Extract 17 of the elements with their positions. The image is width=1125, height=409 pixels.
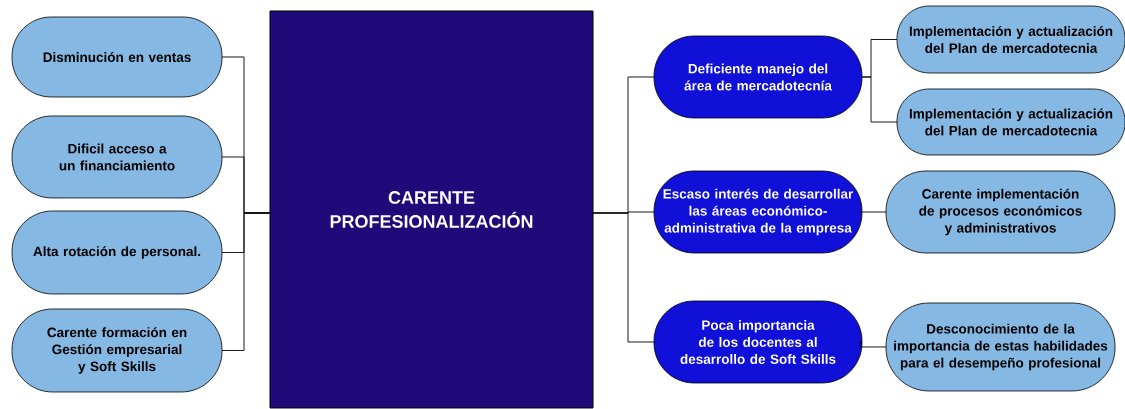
connector-line xyxy=(861,76,898,123)
rounded-box: Poca importancia de los docentes al desarrollo de Soft Skills xyxy=(653,300,863,384)
connector-line xyxy=(859,211,887,213)
rounded-box: Carente implementación de procesos económicos y administrativos xyxy=(885,170,1116,254)
rounded-box: Implementación y actualización del Plan de mercadotecnia xyxy=(896,88,1125,156)
rounded-box: Escaso interés de desarrollar las áreas económico-administrativa de la empresa xyxy=(653,170,863,254)
rounded-box: Disminución en ventas xyxy=(11,16,223,98)
rounded-box: Implementación y actualización del Plan de mercadotecnia xyxy=(896,5,1125,74)
connector-line xyxy=(859,341,887,348)
connector-line xyxy=(221,212,271,351)
connector-line xyxy=(592,212,655,343)
rounded-box: Alta rotación de personal. xyxy=(11,210,223,295)
rounded-box: Desconocimiento de la importancia de estas habilidades para el desempeño profesional xyxy=(885,302,1116,392)
rounded-box: Deficiente manejo del área de mercadotecnía xyxy=(653,35,863,119)
rounded-box: Dificil acceso a un financiamiento xyxy=(11,115,223,199)
central-box: CARENTE PROFESIONALIZACIÓN xyxy=(269,10,594,409)
rounded-box: Carente formación en Gestión empresarial y Soft Skills xyxy=(11,308,223,393)
